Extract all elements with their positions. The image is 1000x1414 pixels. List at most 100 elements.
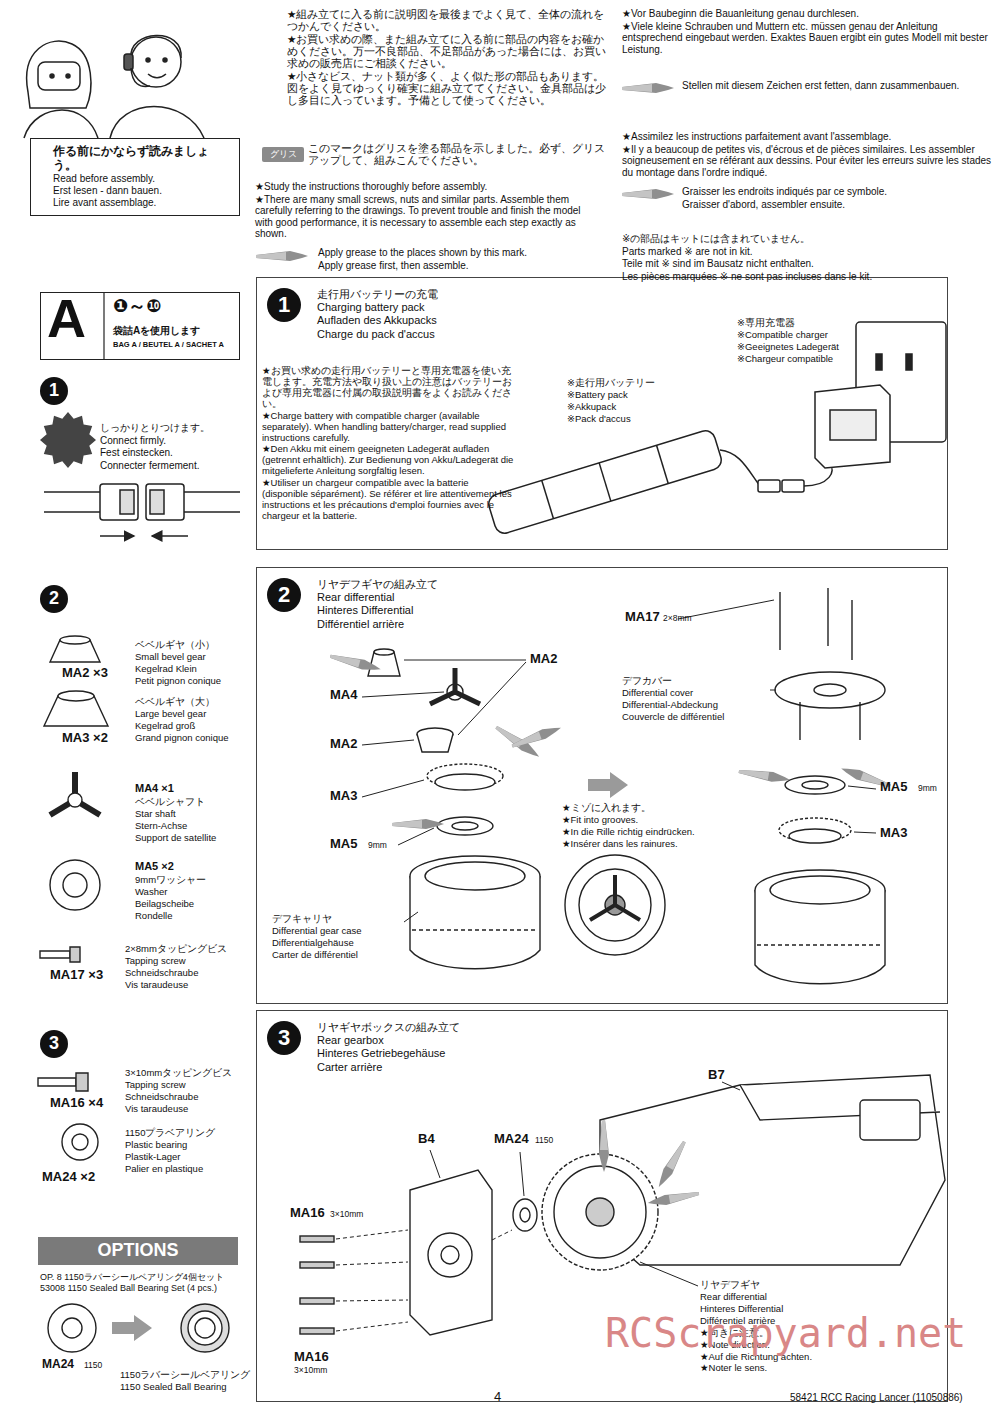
- step-number: 1: [267, 288, 301, 322]
- part-description: ベベルシャフト: [135, 797, 245, 808]
- part-description: Schneidschraube: [125, 1092, 255, 1103]
- step-panel: リヤデフギヤの組み立てRear differentialHinteres Dif…: [256, 567, 948, 1004]
- note-text: しっかりとりつけます。: [100, 422, 250, 434]
- step-number: 3: [267, 1021, 301, 1055]
- note-text: Parts marked ※ are not in kit.: [622, 246, 992, 258]
- part-code: MA2: [330, 737, 357, 752]
- part-description: Stern-Achse: [135, 821, 245, 832]
- part-label: ※Battery pack: [567, 390, 689, 401]
- option-text: OP. 8 1150ラバーシールベアリング4個セット: [40, 1272, 250, 1282]
- step-number-text: 2: [278, 582, 290, 608]
- part-code: MA3: [880, 826, 907, 841]
- note-text: ★小さなビス、ナット類が多く、よく似た形の部品もあります。図をよく見てゆっくり確…: [287, 70, 607, 106]
- part-label: Couvercle de différentiel: [622, 712, 768, 723]
- part-description: Tapping screw: [125, 1080, 255, 1091]
- step-number-text: 1: [49, 380, 59, 402]
- note-text: ★Viele kleine Schrauben und Muttern etc.…: [622, 21, 994, 56]
- part-label: ※Compatible charger: [737, 330, 853, 341]
- part-code: MA5 ×2: [135, 860, 174, 873]
- part-code: MA2 ×3: [62, 666, 108, 681]
- options-band: OPTIONS: [38, 1237, 238, 1265]
- part-code: MA17: [625, 610, 660, 625]
- part-label: ※走行用バッテリー: [567, 378, 689, 389]
- note-text: Apply grease to the places shown by this…: [318, 247, 588, 259]
- bag-header: A❶～❿袋詰Aを使用しますBAG A / BEUTEL A / SACHET A: [40, 292, 240, 360]
- dimension: 1150: [84, 1361, 102, 1371]
- part-code: MA24: [42, 1358, 74, 1372]
- page-number: 4: [494, 1390, 501, 1405]
- node-text: 袋詰Aを使用します: [113, 325, 200, 336]
- node-text: Erst lesen - dann bauen.: [53, 185, 227, 197]
- note-text: Teile mit ※ sind im Bausatz nicht enthal…: [622, 258, 992, 270]
- note-text: ★Il y a beaucoup de petites vis, d'écrou…: [622, 144, 994, 179]
- part-label: Differential cover: [622, 688, 768, 699]
- note-text: Les pièces marquées ※ ne sont pas inclus…: [622, 271, 992, 283]
- part-code: MA4 ×1: [135, 782, 174, 795]
- note-text: ※の部品はキットには含まれていません。: [622, 233, 992, 245]
- part-description: Rondelle: [135, 911, 245, 922]
- part-code: MA16 ×4: [50, 1096, 103, 1111]
- step-number-text: 1: [278, 292, 290, 318]
- node-text: Aufladen des Akkupacks: [317, 314, 939, 327]
- note-text: ★Fit into grooves.: [562, 815, 742, 826]
- node-text: 作る前にかならず読みましょう。: [53, 145, 227, 173]
- part-description: Kegelrad groß: [135, 721, 245, 732]
- part-description: Star shaft: [135, 809, 245, 820]
- node-text: Lire avant assemblage.: [53, 197, 227, 209]
- part-code: MA24: [494, 1132, 529, 1147]
- node-text: リヤギヤボックスの組み立て: [317, 1021, 939, 1034]
- part-description: ベベルギヤ（小）: [135, 640, 245, 651]
- part-code: MA2: [530, 652, 557, 667]
- note-text: ★Den Akku mit einem geeigneten Ladegerät…: [262, 444, 514, 477]
- part-description: Small bevel gear: [135, 652, 245, 663]
- dimension: 3×10mm: [294, 1366, 327, 1376]
- node-text: 走行用バッテリーの充電: [317, 288, 939, 301]
- part-code: MA16: [290, 1206, 325, 1221]
- note-text: ★ミゾに入れます。: [562, 803, 742, 814]
- note-text: ★Insérer dans les rainures.: [562, 839, 742, 850]
- note-text: ★Study the instructions thoroughly befor…: [255, 181, 595, 193]
- node-text: グリス: [270, 149, 297, 160]
- footer-text: 58421 RCC Racing Lancer (11050886): [790, 1392, 963, 1404]
- note-text: ★Utiliser un chargeur compatible avec la…: [262, 478, 514, 522]
- part-label: ※Geeignetes Ladegerät: [737, 342, 853, 353]
- part-label: Differentialgehäuse: [272, 938, 404, 949]
- dimension: 9mm: [368, 841, 387, 851]
- note-text: Connecter fermement.: [100, 460, 250, 472]
- step-number: 3: [40, 1030, 68, 1058]
- part-description: Palier en plastique: [125, 1164, 245, 1175]
- part-description: Grand pignon conique: [135, 733, 245, 744]
- note-text: ★Vor Baubeginn die Bauanleitung genau du…: [622, 8, 994, 20]
- part-description: 3×10mmタッピングビス: [125, 1068, 255, 1079]
- part-code: MA3 ×2: [62, 731, 108, 746]
- part-description: 1150ラバーシールベアリング: [120, 1370, 260, 1381]
- part-code: MA5: [880, 780, 907, 795]
- step-number-text: 2: [49, 588, 59, 610]
- part-description: Plastik-Lager: [125, 1152, 245, 1163]
- part-label: リヤデフギヤ: [700, 1280, 840, 1291]
- note-text: Apply grease first, then assemble.: [318, 260, 588, 272]
- node-text: リヤデフギヤの組み立て: [317, 578, 939, 591]
- note-text: ★お買い求めの走行用バッテリーと専用充電器を使い充電します。充電方法や取り扱い上…: [262, 366, 514, 410]
- part-label: ★Noter le sens.: [700, 1363, 840, 1374]
- step-number: 2: [267, 578, 301, 612]
- note-text: ★Charge battery with compatible charger …: [262, 411, 514, 444]
- part-description: Plastic bearing: [125, 1140, 245, 1151]
- node-text: OPTIONS: [97, 1240, 178, 1262]
- part-description: Kegelrad Klein: [135, 664, 245, 675]
- part-code: B4: [418, 1132, 435, 1147]
- note-text: ★お買い求めの際、また組み立てに入る前に部品の内容をお確かめください。万一不良部…: [287, 33, 607, 69]
- part-description: Vis taraudeuse: [125, 980, 250, 991]
- part-description: Schneidschraube: [125, 968, 250, 979]
- part-label: Carter de différentiel: [272, 950, 404, 961]
- part-code: MA17 ×3: [50, 968, 103, 983]
- part-label: デフキャリヤ: [272, 914, 404, 925]
- note-text: Connect firmly.: [100, 435, 250, 447]
- part-description: Large bevel gear: [135, 709, 245, 720]
- node-text: BAG A / BEUTEL A / SACHET A: [113, 341, 224, 349]
- part-code: MA5: [330, 837, 357, 852]
- part-label: Differential-Abdeckung: [622, 700, 768, 711]
- step-number-text: 3: [49, 1033, 59, 1055]
- dimension: 3×10mm: [330, 1210, 363, 1220]
